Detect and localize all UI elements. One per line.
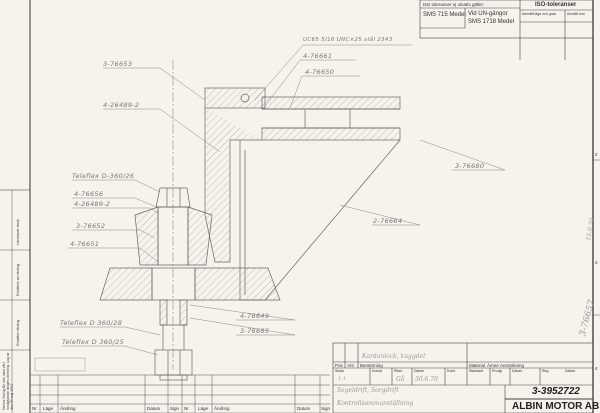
skala-value: 1:1 xyxy=(338,376,347,382)
zone-4: 4 xyxy=(595,366,598,371)
konstr-label: Konstr xyxy=(372,369,383,373)
drawing-number: 3-3952722 xyxy=(532,386,580,397)
iso-title: ISO-toleranser xyxy=(535,2,577,8)
part-label: 4-26489-2 xyxy=(74,200,111,208)
part-label: 3-76680 xyxy=(455,162,485,170)
part-label: 3-76652 xyxy=(76,222,106,230)
leader-lines xyxy=(60,44,506,356)
zone-3: 3 xyxy=(595,260,598,265)
amne-header: Ämne xyxy=(487,363,499,368)
description-line-1: Segeldrift, Sorgdrift xyxy=(337,387,399,394)
archive-stamp xyxy=(34,357,86,372)
antal-header: Ant xyxy=(347,363,354,368)
sms1718-label: SMS 1718 Medel xyxy=(468,19,515,25)
part-label: 3-76653 xyxy=(103,60,133,68)
part-label: 2-76664 xyxy=(373,217,403,225)
part-label: 4-76651 xyxy=(70,240,100,248)
part-label: Teleflex D 360/25 xyxy=(62,338,125,346)
left-col-2: Ersättes av ritning xyxy=(15,263,20,296)
kontr-label: Kontr xyxy=(447,369,456,373)
part-label: Teleflex D 360/28 xyxy=(60,319,123,327)
datum2-label: Datum xyxy=(512,369,523,373)
rev-header: Nr xyxy=(32,406,37,411)
part-label: UC65 5/16 UNC×25 stål 2343 xyxy=(303,37,393,43)
rev-header: Läge xyxy=(198,406,209,411)
reg-label: Reg xyxy=(542,369,549,373)
iso-col1: Ibemått läge och grad xyxy=(522,12,556,16)
un-thread-label: Vid UN-gängor xyxy=(468,11,508,17)
title-block-lines xyxy=(332,342,594,413)
part-label: 4-76650 xyxy=(305,68,335,76)
rev-header: Läge xyxy=(43,406,54,411)
zone-2: 2 xyxy=(595,152,598,157)
rev-header: Sign xyxy=(170,406,180,411)
tolerance-block xyxy=(419,0,594,60)
datum3-label: Datum xyxy=(565,369,576,373)
part-label: 4-76649 xyxy=(240,312,270,320)
prodgr-label: Prodgr xyxy=(492,369,503,373)
rev-header: Datum xyxy=(147,406,161,411)
description-line-2: Kontrollsammanställning xyxy=(337,400,414,407)
rev-header: Sign xyxy=(321,406,331,411)
ritad-label: Ritad xyxy=(394,369,403,373)
ritad-value: Gå xyxy=(396,376,405,383)
rev-header: Datum xyxy=(297,406,311,411)
assembly-drawing xyxy=(99,60,401,381)
datum-label: Datum xyxy=(414,369,425,373)
iso-col2: Avmått mm xyxy=(567,12,585,16)
pos-header: Pos xyxy=(335,363,343,368)
material-header: Material xyxy=(469,363,486,368)
part-label: 4-26489-2 xyxy=(103,101,140,109)
benamning-header: Benämning xyxy=(360,363,383,368)
rev-header: Ändring xyxy=(60,406,76,411)
rev-header: Nr xyxy=(184,406,189,411)
left-col-3: Ersätter ritning xyxy=(15,319,20,346)
item-name: Kardanlock, kuggdel xyxy=(362,353,426,360)
tolerance-note: Där toleranser ej utsatts gäller: xyxy=(423,2,485,7)
anmarkning-header: Anmärkning xyxy=(500,363,525,368)
company-name: ALBIN MOTOR AB xyxy=(512,401,600,412)
left-legal-note: Denna ritning får icke utan vårt medgiva… xyxy=(2,352,14,410)
skala-label: Skala xyxy=(335,369,344,373)
left-col-1: Lämnade ändr. xyxy=(15,218,20,245)
part-label: Teleflex D-360/26 xyxy=(72,172,135,180)
rev-header: Ändring xyxy=(214,406,230,411)
datum-value: 30.6.70 xyxy=(415,376,438,383)
part-label: 4-76656 xyxy=(74,190,104,198)
part-label: 3-76685 xyxy=(240,327,270,335)
standard-label: Standard xyxy=(469,369,484,373)
sms715-label: SMS 715 Medel xyxy=(423,12,466,18)
part-label: 4-76661 xyxy=(303,52,333,60)
